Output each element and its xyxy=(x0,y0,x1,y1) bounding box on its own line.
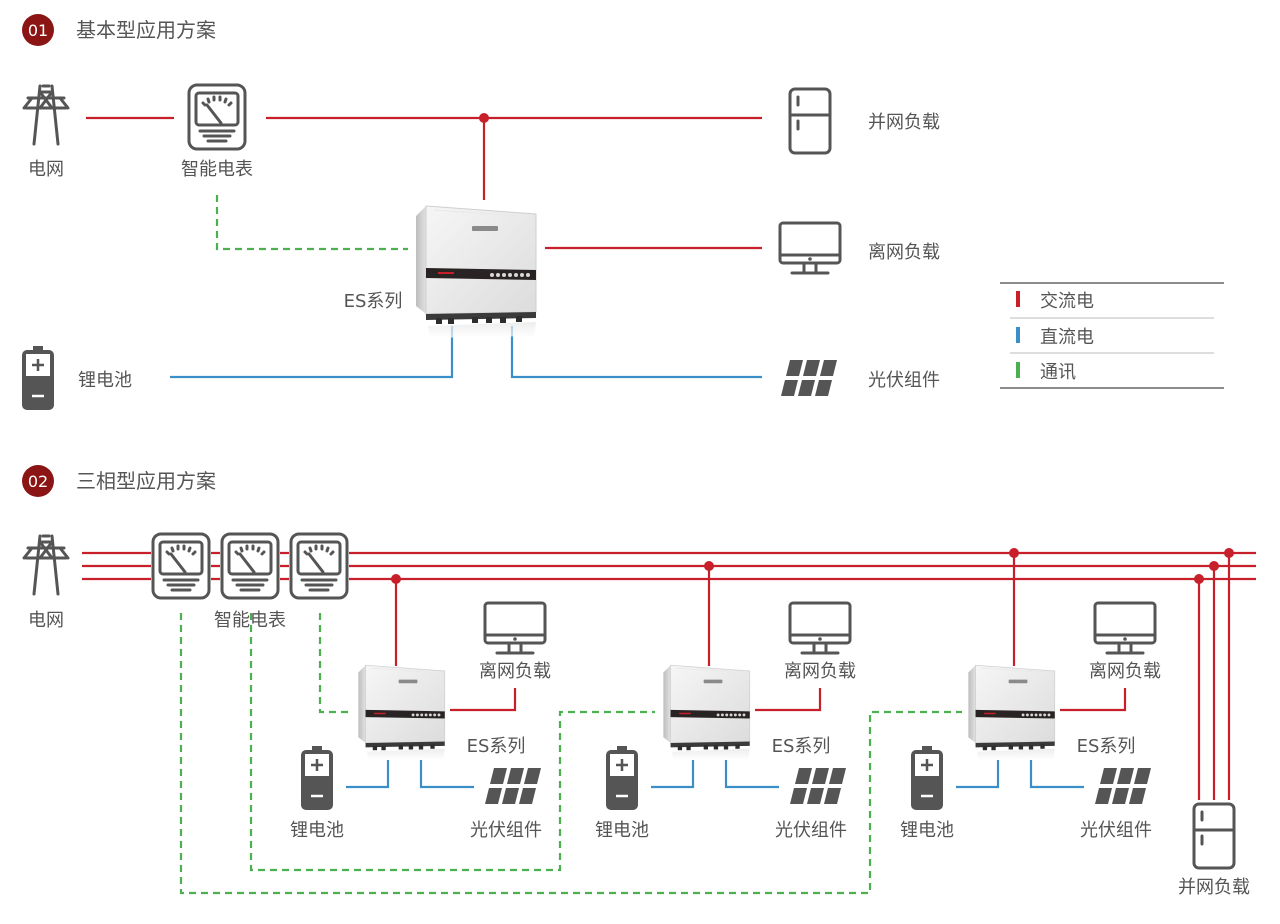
pv-node: 光伏组件 xyxy=(781,360,940,396)
offgrid-load-node: 离网负载 xyxy=(778,221,940,275)
solar-panel-icon xyxy=(1095,768,1151,804)
ongrid-load-label: 并网负载 xyxy=(868,112,940,133)
pv-label: 光伏组件 xyxy=(470,820,542,841)
battery-node: 锂电池 xyxy=(20,344,132,412)
inverter-image xyxy=(662,664,751,761)
inverter-label: ES系列 xyxy=(1077,736,1136,757)
pv-label: 光伏组件 xyxy=(1080,820,1152,841)
legend: 交流电 直流电 通讯 xyxy=(1000,282,1224,389)
section-basic: 01 基本型应用方案 电网 智能电表 ES系列 xyxy=(20,14,1224,412)
section2-badge-number: 02 xyxy=(28,472,48,491)
dc-swatch xyxy=(1016,327,1020,343)
offgrid-load-label: 离网负载 xyxy=(1089,661,1161,682)
monitor-icon xyxy=(483,601,547,655)
unit-1: 离网负载 ES系列 锂电池 光伏组件 xyxy=(290,601,551,841)
legend-label: 通讯 xyxy=(1040,362,1076,383)
grid-node: 电网 xyxy=(22,84,70,180)
section2-grid-node: 电网 xyxy=(20,530,72,631)
inverter-label: ES系列 xyxy=(467,736,526,757)
section2-header: 02 三相型应用方案 xyxy=(22,465,216,497)
grid-label: 电网 xyxy=(28,159,64,180)
meter-label: 智能电表 xyxy=(214,610,286,631)
battery-icon xyxy=(909,744,945,812)
solar-panel-icon xyxy=(790,768,846,804)
monitor-icon xyxy=(778,221,842,275)
battery-label: 锂电池 xyxy=(78,370,132,391)
section1-badge xyxy=(22,14,54,46)
section-three-phase: 02 三相型应用方案 xyxy=(20,465,1256,898)
meter-node: 智能电表 xyxy=(181,83,253,180)
legend-label: 直流电 xyxy=(1040,327,1094,348)
comm-swatch xyxy=(1016,362,1020,378)
battery-icon xyxy=(20,344,56,412)
section2-badge xyxy=(22,465,54,497)
section1-comm-lines xyxy=(215,195,408,251)
offgrid-load-label: 离网负载 xyxy=(784,661,856,682)
junction-dot xyxy=(1009,548,1019,558)
inverter-image xyxy=(358,664,446,761)
section2-comm-lines xyxy=(179,613,962,895)
meter-icon xyxy=(187,83,247,151)
grid-label: 电网 xyxy=(28,610,64,631)
section2-title: 三相型应用方案 xyxy=(76,469,216,493)
solar-panel-icon xyxy=(485,768,541,804)
legend-label: 交流电 xyxy=(1040,291,1094,312)
battery-label: 锂电池 xyxy=(290,820,344,841)
pv-label: 光伏组件 xyxy=(868,370,940,391)
junction-dot xyxy=(1224,548,1234,558)
battery-label: 锂电池 xyxy=(595,820,649,841)
pylon-icon xyxy=(22,84,70,146)
junction-dot xyxy=(391,574,401,584)
battery-label: 锂电池 xyxy=(900,820,954,841)
inverter-image xyxy=(967,664,1056,761)
fridge-icon xyxy=(1192,802,1236,870)
meter-phase-2 xyxy=(220,532,280,600)
inverter-label: ES系列 xyxy=(344,291,403,312)
inverter-node: ES系列 xyxy=(344,205,537,339)
section2-ongrid-load-node: 并网负载 xyxy=(1178,802,1250,898)
meter-phase-3 xyxy=(289,532,349,600)
ongrid-load-label: 并网负载 xyxy=(1178,877,1250,898)
section1-title: 基本型应用方案 xyxy=(76,18,216,42)
fridge-icon xyxy=(788,87,832,155)
section1-dc-lines xyxy=(170,326,762,379)
section1-header: 01 基本型应用方案 xyxy=(22,14,216,46)
offgrid-load-label: 离网负载 xyxy=(868,242,940,263)
meter-label: 智能电表 xyxy=(181,159,253,180)
monitor-icon xyxy=(1093,601,1157,655)
battery-icon xyxy=(299,744,335,812)
section2-dc-lines xyxy=(346,760,1084,789)
battery-icon xyxy=(604,744,640,812)
offgrid-load-label: 离网负载 xyxy=(479,661,551,682)
junction-dot xyxy=(704,561,714,571)
section2-meters: 智能电表 xyxy=(151,532,349,631)
monitor-icon xyxy=(788,601,852,655)
junction-dot xyxy=(1194,574,1204,584)
legend-item-comm: 通讯 xyxy=(1016,362,1076,383)
ac-swatch xyxy=(1016,291,1020,307)
unit-3: 离网负载 ES系列 锂电池 光伏组件 xyxy=(900,601,1161,841)
inverter-label: ES系列 xyxy=(772,736,831,757)
section1-ac-lines xyxy=(86,113,762,250)
ongrid-load-node: 并网负载 xyxy=(788,87,940,155)
legend-item-dc: 直流电 xyxy=(1016,327,1094,348)
solar-panel-icon xyxy=(781,360,837,396)
meter-phase-1 xyxy=(151,532,211,600)
junction-dot xyxy=(479,113,489,123)
pv-label: 光伏组件 xyxy=(775,820,847,841)
inverter-image xyxy=(415,205,537,339)
legend-item-ac: 交流电 xyxy=(1016,291,1094,312)
section1-badge-number: 01 xyxy=(28,21,48,40)
unit-2: 离网负载 ES系列 锂电池 光伏组件 xyxy=(595,601,856,841)
junction-dot xyxy=(1209,561,1219,571)
